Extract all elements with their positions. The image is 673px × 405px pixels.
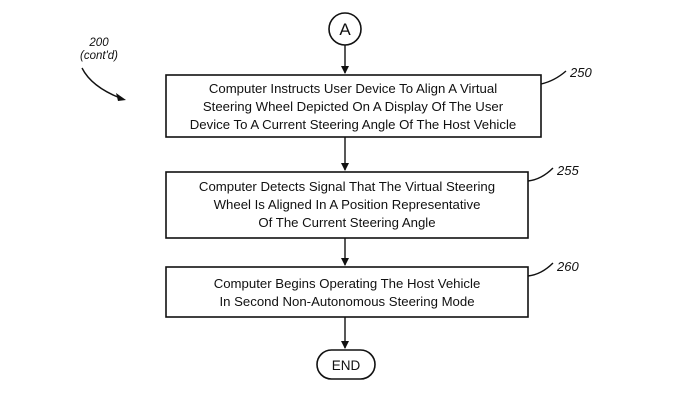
step-text-line: Computer Begins Operating The Host Vehic… <box>214 276 481 291</box>
step-text-line: In Second Non-Autonomous Steering Mode <box>219 294 474 309</box>
reference-leader <box>527 262 554 277</box>
figure-label-pointer-head <box>116 93 126 101</box>
step-text-line: Steering Wheel Depicted On A Display Of … <box>203 99 504 114</box>
step-text-line: Wheel Is Aligned In A Position Represent… <box>214 197 481 212</box>
figure-label-pointer <box>81 67 121 99</box>
step-text-line: Computer Detects Signal That The Virtual… <box>199 179 495 194</box>
terminator-shape <box>316 349 376 380</box>
connector-label: A <box>339 20 351 39</box>
step-box <box>165 171 529 239</box>
step-260: Computer Begins Operating The Host Vehic… <box>165 259 579 318</box>
step-text-line: Of The Current Steering Angle <box>258 215 435 230</box>
end-terminator: END <box>316 349 376 380</box>
reference-number: 255 <box>556 163 579 178</box>
figure-continued-note: (cont'd) <box>80 50 118 62</box>
step-text-line: Computer Instructs User Device To Align … <box>209 81 497 96</box>
reference-leader <box>540 70 567 85</box>
step-250: Computer Instructs User Device To Align … <box>165 65 592 138</box>
connector-a: A <box>328 12 362 46</box>
terminator-label: END <box>332 358 361 373</box>
reference-number: 250 <box>569 65 592 80</box>
step-text-line: Device To A Current Steering Angle Of Th… <box>190 117 516 132</box>
step-box <box>165 74 542 138</box>
figure-label: 200 (cont'd) <box>80 37 126 101</box>
reference-number: 260 <box>556 259 579 274</box>
figure-number: 200 <box>88 37 109 49</box>
step-box <box>165 266 529 318</box>
step-255: Computer Detects Signal That The Virtual… <box>165 163 579 239</box>
reference-leader <box>527 167 554 182</box>
